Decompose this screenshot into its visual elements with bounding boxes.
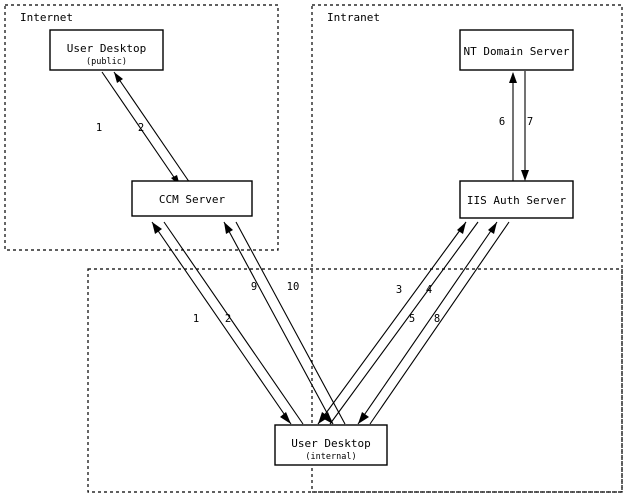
flow-line-2-ccm-to-public <box>113 71 193 187</box>
flow-line-9-internal-to-ccm <box>223 221 334 425</box>
flow-line-4-iis-to-internal <box>329 221 479 425</box>
arrow-head-10-down <box>322 412 333 424</box>
arrow-head-7-down <box>521 170 529 181</box>
zone-label-internet: Internet <box>20 11 73 24</box>
node-label-user-desktop-public: User Desktop <box>67 42 146 55</box>
step-label-1-public: 1 <box>96 122 102 134</box>
node-nt-domain-server[interactable]: NT Domain Server <box>459 29 574 71</box>
step-label-6: 6 <box>499 116 505 128</box>
zone-boundary-internet <box>4 4 279 251</box>
step-label-4: 4 <box>426 284 432 296</box>
node-box-iis-auth-server[interactable] <box>459 180 574 219</box>
arrow-head-1b-down <box>280 412 291 424</box>
arrow-head-8-down <box>358 412 369 424</box>
flow-group-internal-iis-inner <box>357 221 510 425</box>
step-label-2-public: 2 <box>138 122 144 134</box>
node-label-iis-auth-server: IIS Auth Server <box>467 194 567 207</box>
arrow-head-6-up <box>509 72 517 83</box>
node-label-user-desktop-internal: User Desktop <box>291 437 370 450</box>
node-sublabel-user-desktop-internal: (internal) <box>305 452 356 462</box>
flow-group-internal-ccm-left <box>151 221 304 425</box>
step-label-7: 7 <box>527 116 533 128</box>
step-label-8: 8 <box>434 313 440 325</box>
step-label-10: 10 <box>287 281 300 293</box>
flow-line-10-ccm-to-internal <box>235 221 346 425</box>
arrow-head-4-down <box>318 412 329 424</box>
arrow-head-2b-up <box>152 222 162 234</box>
node-ccm-server[interactable]: CCM Server <box>131 180 253 217</box>
node-box-user-desktop-public[interactable] <box>49 29 164 71</box>
arrow-head-3-up <box>457 222 466 234</box>
zone-label-intranet: Intranet <box>327 11 380 24</box>
flow-line-1-public-to-ccm <box>101 71 181 187</box>
node-box-nt-domain-server[interactable] <box>459 29 574 71</box>
node-box-ccm-server[interactable] <box>131 180 253 217</box>
node-iis-auth-server[interactable]: IIS Auth Server <box>459 180 574 219</box>
flow-group-iis-nt <box>509 71 529 181</box>
node-sublabel-user-desktop-public: (public) <box>86 57 127 67</box>
arrow-head-5-up <box>488 222 497 234</box>
node-user-desktop-public[interactable]: User Desktop (public) <box>49 29 164 71</box>
node-user-desktop-internal[interactable]: User Desktop (internal) <box>274 424 388 466</box>
flow-group-internal-iis-outer <box>317 221 479 425</box>
flow-line-5-internal-to-iis <box>357 221 498 425</box>
step-label-5: 5 <box>409 313 415 325</box>
step-label-1-internal: 1 <box>193 313 199 325</box>
zone-boundary-internal <box>87 268 623 493</box>
node-label-ccm-server: CCM Server <box>159 193 226 206</box>
flow-line-3-internal-to-iis <box>317 221 467 425</box>
flow-group-public-ccm <box>101 71 193 187</box>
step-label-3: 3 <box>396 284 402 296</box>
arrow-head-2-ccm-to-public <box>114 72 123 83</box>
flow-line-2b-ccm-to-internal-side <box>151 221 292 425</box>
zone-boundary-intranet <box>311 4 623 493</box>
flow-line-1b-internal-to-ccm-side <box>163 221 304 425</box>
step-label-2-internal: 2 <box>225 313 231 325</box>
step-label-9: 9 <box>251 281 257 293</box>
arrow-head-9-up <box>224 222 233 234</box>
flow-line-8-iis-to-internal <box>369 221 510 425</box>
flow-group-ccm-internal-right <box>223 221 346 425</box>
node-box-user-desktop-internal[interactable] <box>274 424 388 466</box>
node-label-nt-domain-server: NT Domain Server <box>464 45 570 58</box>
